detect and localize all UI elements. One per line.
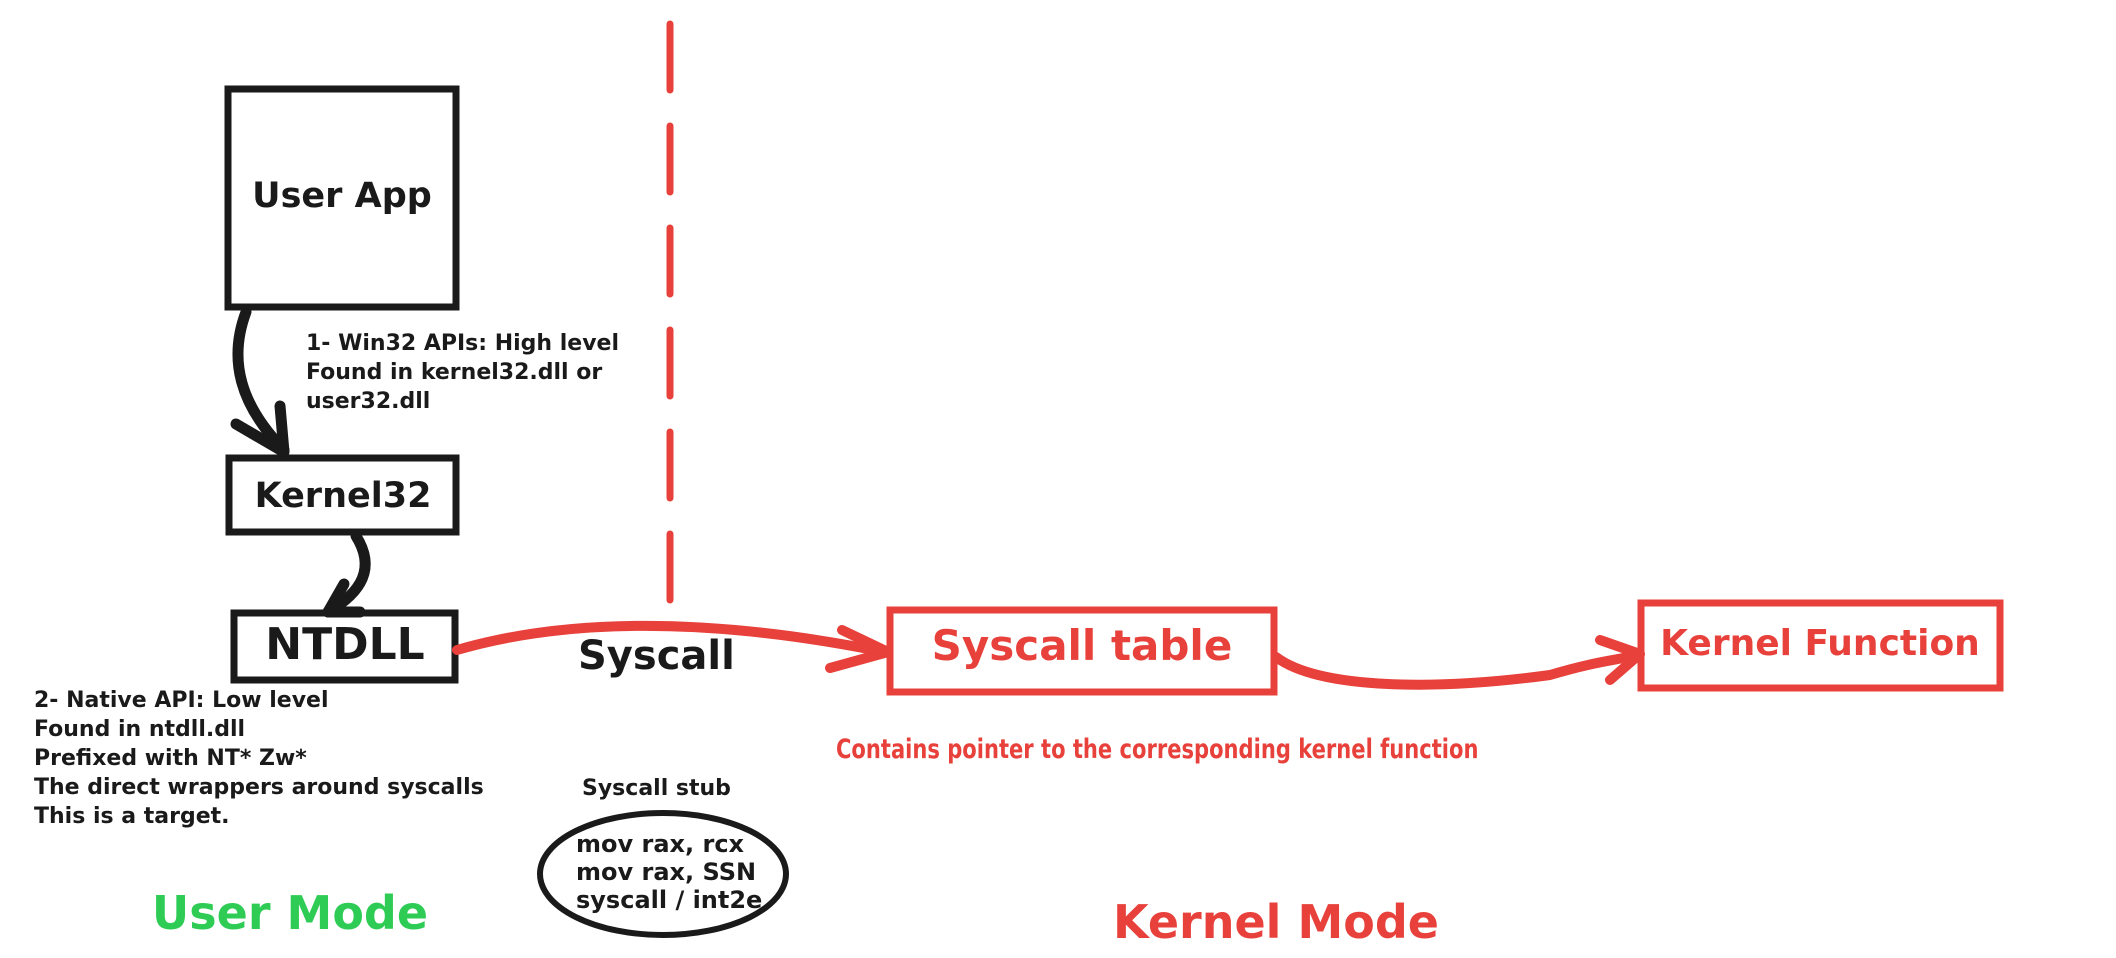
ntdll-label: NTDLL: [265, 619, 424, 670]
kernel32-label: Kernel32: [255, 476, 432, 516]
syscall-table-label: Syscall table: [932, 621, 1233, 670]
syscall-stub-label: Syscall stub: [582, 776, 731, 801]
syscall-arrow: [452, 620, 889, 657]
arrow-userapp-to-kernel32: [232, 306, 290, 456]
syscall-table-note: Contains pointer to the corresponding ke…: [836, 733, 1478, 764]
syscall-table-box: [886, 606, 1278, 696]
arrow-table-to-kernel-function: [1271, 650, 1641, 690]
syscall-label: Syscall: [578, 633, 735, 679]
user-app-box: [224, 85, 460, 311]
win32-note: 1- Win32 APIs: High level Found in kerne…: [306, 331, 627, 414]
native-api-note: 2- Native API: Low level Found in ntdll.…: [34, 688, 491, 829]
user-mode-label: User Mode: [152, 886, 428, 940]
syscall-stub-code: mov rax, rcx mov rax, SSN syscall / int2…: [576, 830, 764, 914]
kernel-mode-label: Kernel Mode: [1113, 895, 1439, 949]
arrowhead-userapp-to-kernel32: [230, 400, 290, 458]
user-app-label: User App: [252, 176, 432, 216]
syscall-stub-ellipse: [537, 810, 789, 938]
kernel32-box: [225, 454, 460, 536]
kernel-function-box: [1637, 599, 2004, 692]
kernel-function-label: Kernel Function: [1660, 623, 1980, 664]
